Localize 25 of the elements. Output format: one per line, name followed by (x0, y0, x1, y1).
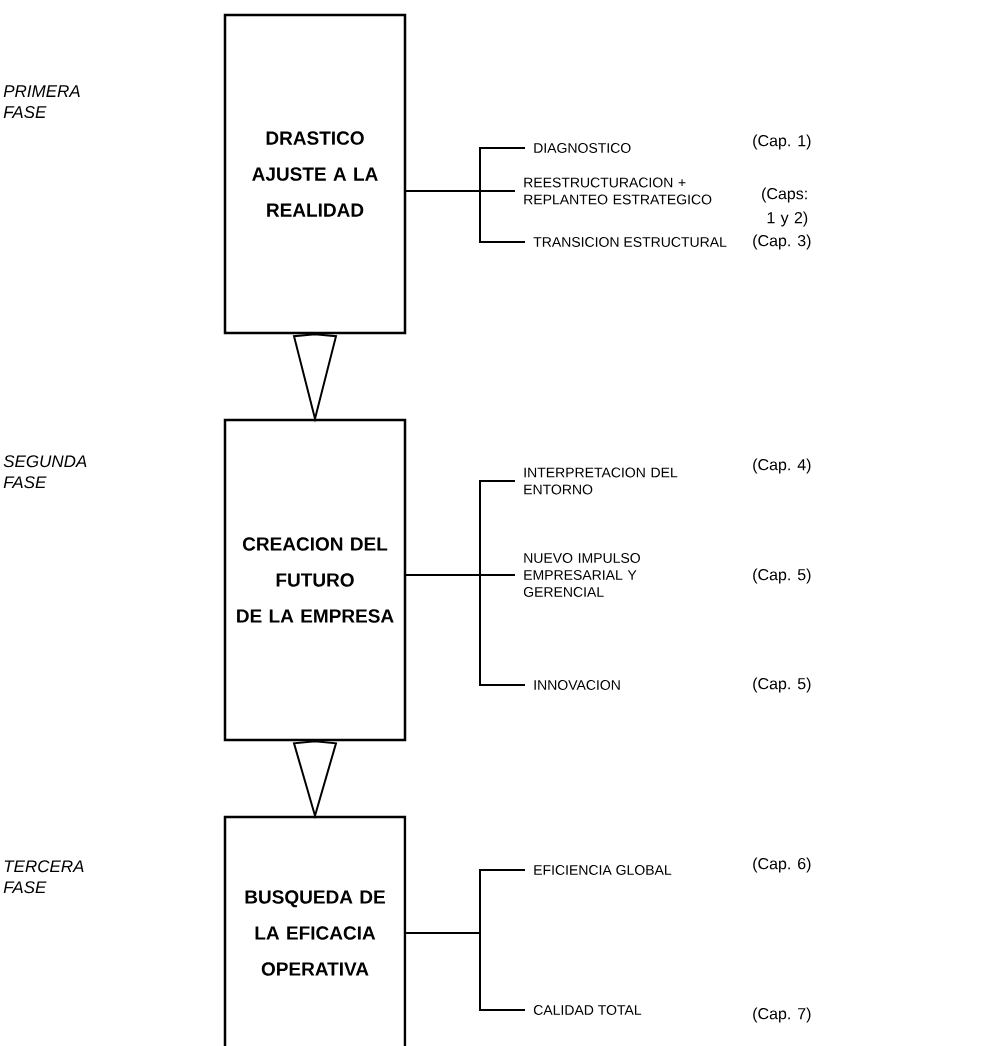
phase-label: SEGUNDA FASE (3, 455, 87, 489)
list-item: DIAGNOSTICO (534, 143, 631, 153)
list-item: REESTRUCTURACION + REPLANTEO ESTRATEGICO (524, 177, 712, 205)
process-box: DRASTICO AJUSTE A LA REALIDAD (223, 13, 407, 335)
process-box: BUSQUEDA DE LA EFICACIA OPERATIVA (223, 815, 407, 1046)
process-box: CREACION DEL FUTURO DE LA EMPRESA (223, 418, 407, 742)
list-item: TRANSICION ESTRUCTURAL (533, 237, 727, 247)
chapter-reference: (Cap. 5) (753, 677, 811, 693)
list-item: EFICIENCIA GLOBAL (534, 865, 672, 875)
phase-label: TERCERA FASE (3, 860, 84, 894)
chapter-reference: (Cap. 7) (753, 1007, 811, 1023)
bracket-line (405, 932, 526, 1011)
chapter-reference: (Cap. 6) (753, 857, 811, 873)
chapter-reference: (Cap. 1) (753, 134, 811, 150)
list-item: NUEVO IMPULSO EMPRESARIAL Y GERENCIAL (523, 553, 640, 597)
list-item: INNOVACION (534, 680, 620, 690)
list-item: CALIDAD TOTAL (533, 1005, 642, 1015)
chapter-reference: (Cap. 3) (753, 234, 811, 250)
bracket-line (405, 190, 526, 243)
chapter-reference: (Caps: 1 y 2) (762, 187, 808, 227)
chapter-reference: (Cap. 4) (753, 458, 811, 474)
phase-label: PRIMERA FASE (3, 85, 80, 119)
chapter-reference: (Cap. 5) (753, 568, 811, 584)
bracket-line (405, 574, 526, 686)
list-item: INTERPRETACION DEL ENTORNO (524, 467, 678, 495)
